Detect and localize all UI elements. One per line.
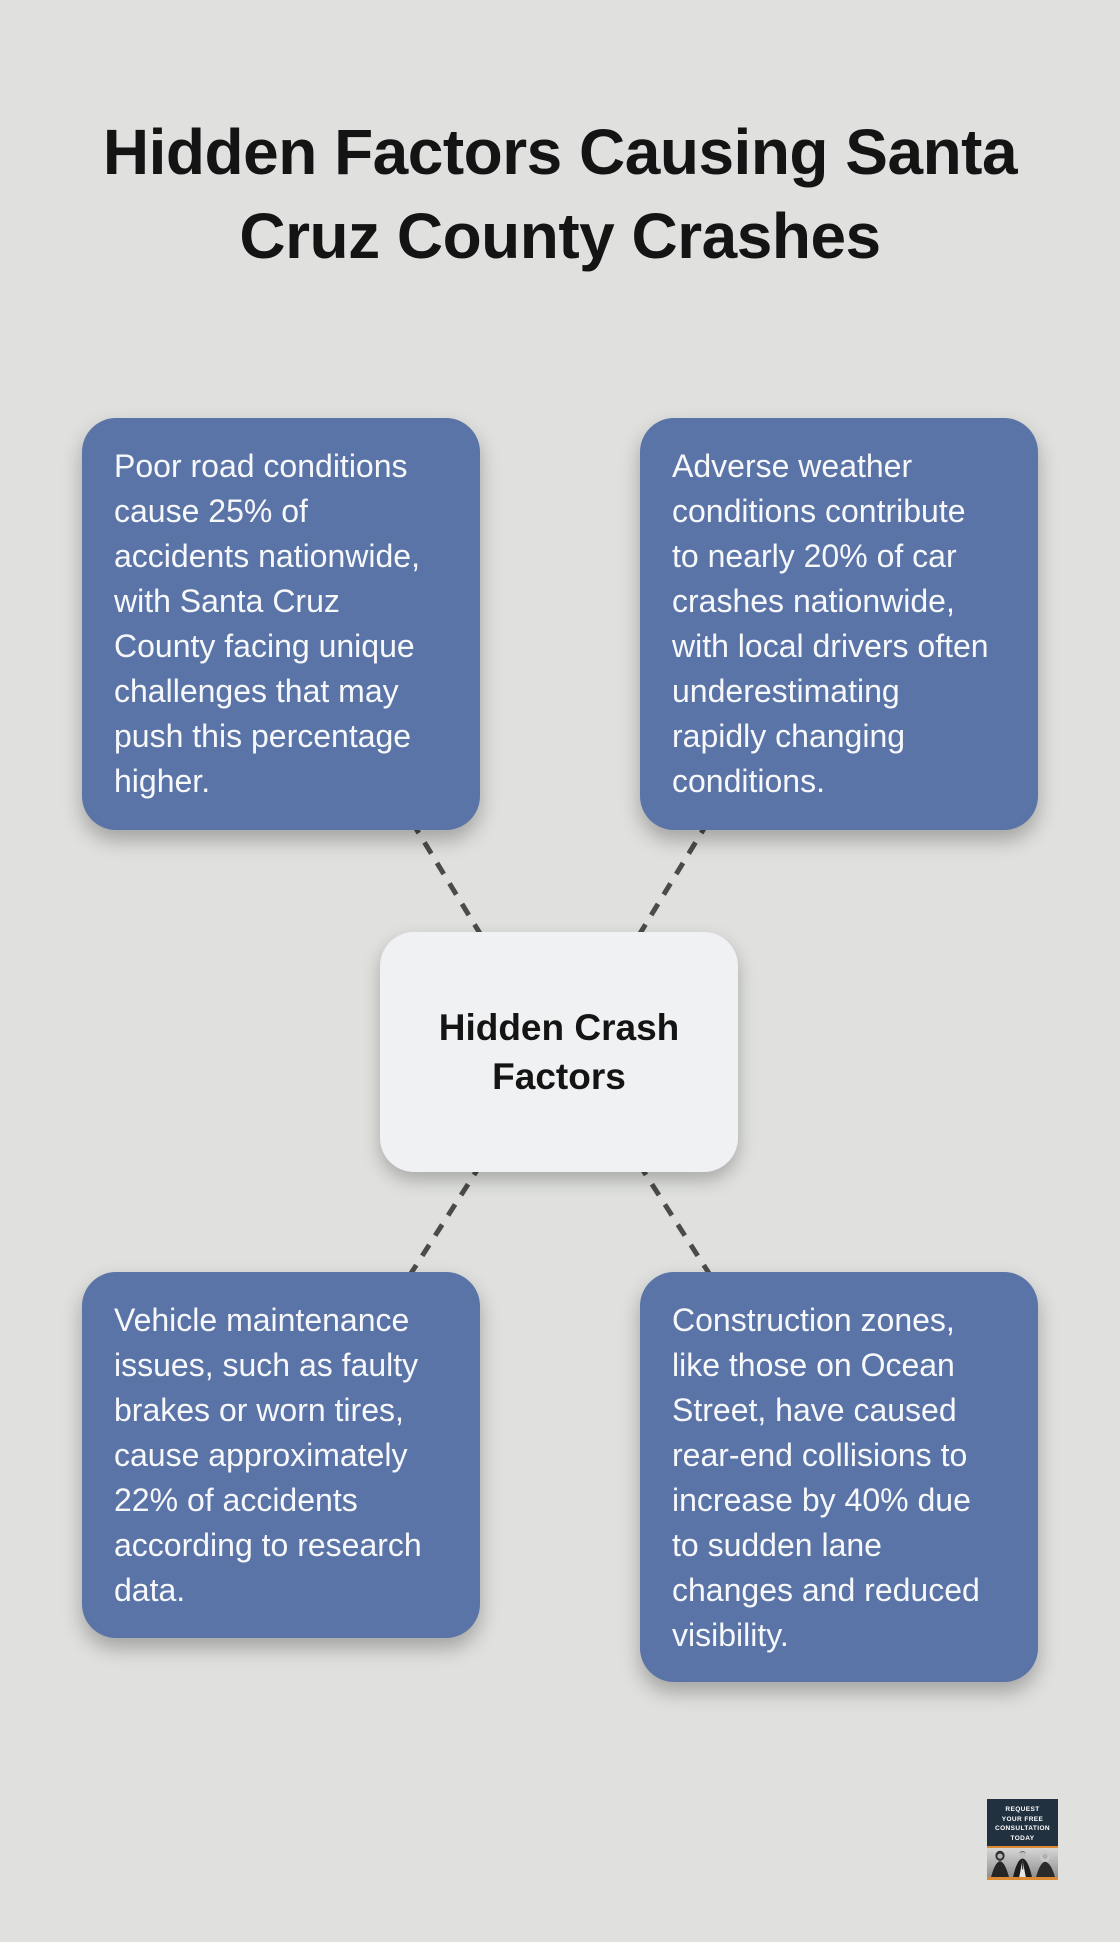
person-center-silhouette-icon — [1013, 1851, 1032, 1878]
center-node-label: Hidden Crash Factors — [438, 1007, 680, 1097]
badge-bottom-rule — [987, 1877, 1058, 1880]
connector-bottom-right-line — [636, 1162, 715, 1280]
connector-bottom-left-line — [405, 1162, 484, 1280]
person-left-silhouette-icon — [991, 1850, 1009, 1878]
connector-top-left-line — [409, 820, 487, 942]
person-right-silhouette-icon — [1036, 1850, 1055, 1878]
factor-card-poor-road-conditions: Poor road conditions cause 25% of accide… — [82, 418, 480, 830]
factor-card-text: Poor road conditions cause 25% of accide… — [114, 448, 420, 799]
page-title: Hidden Factors Causing Santa Cruz County… — [102, 116, 1018, 272]
team-photo — [987, 1847, 1058, 1878]
factor-card-text: Vehicle maintenance issues, such as faul… — [114, 1302, 422, 1608]
factor-card-text: Adverse weather conditions contribute to… — [672, 448, 989, 799]
factor-card-vehicle-maintenance: Vehicle maintenance issues, such as faul… — [82, 1272, 480, 1638]
factor-card-text: Construction zones, like those on Ocean … — [672, 1302, 980, 1653]
badge-divider — [987, 1846, 1058, 1848]
center-node: Hidden Crash Factors — [380, 932, 738, 1172]
consultation-cta-badge[interactable]: REQUEST YOUR FREE CONSULTATION TODAY — [987, 1799, 1058, 1880]
connector-top-right-line — [633, 820, 711, 942]
cta-text: REQUEST YOUR FREE CONSULTATION TODAY — [995, 1806, 1050, 1842]
factor-card-adverse-weather: Adverse weather conditions contribute to… — [640, 418, 1038, 830]
factor-card-construction-zones: Construction zones, like those on Ocean … — [640, 1272, 1038, 1682]
